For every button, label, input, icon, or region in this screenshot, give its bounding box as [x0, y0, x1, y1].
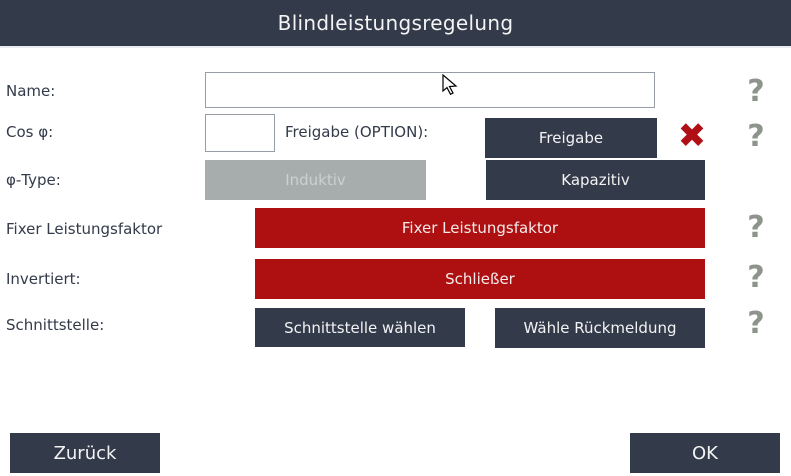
inverted-help-icon[interactable]: ? — [747, 260, 765, 295]
fixed-power-factor-button[interactable]: Fixer Leistungsfaktor — [255, 208, 705, 248]
freigabe-option-label: Freigabe (OPTION): — [285, 123, 429, 141]
fixed-power-factor-help-icon[interactable]: ? — [747, 210, 765, 245]
interface-feedback-button[interactable]: Wähle Rückmeldung — [495, 308, 705, 348]
kapazitiv-button[interactable]: Kapazitiv — [486, 160, 705, 200]
induktiv-button[interactable]: Induktiv — [205, 160, 426, 200]
name-help-icon[interactable]: ? — [747, 74, 765, 109]
schliesser-button[interactable]: Schließer — [255, 259, 705, 299]
inverted-label: Invertiert: — [6, 270, 81, 288]
name-label: Name: — [6, 82, 56, 100]
ok-button[interactable]: OK — [630, 433, 780, 473]
cos-phi-input[interactable] — [205, 114, 275, 152]
cos-phi-help-icon[interactable]: ? — [747, 119, 765, 154]
back-button[interactable]: Zurück — [10, 433, 160, 473]
fixed-power-factor-label: Fixer Leistungsfaktor — [6, 220, 163, 238]
dialog-header: Blindleistungsregelung — [0, 0, 791, 48]
freigabe-button[interactable]: Freigabe — [485, 118, 657, 158]
cancel-x-icon: ✖ — [677, 116, 707, 156]
interface-help-icon[interactable]: ? — [747, 306, 765, 341]
dialog-title: Blindleistungsregelung — [277, 11, 514, 35]
phi-type-label: φ-Type: — [6, 171, 61, 189]
interface-select-button[interactable]: Schnittstelle wählen — [255, 308, 465, 347]
name-input[interactable] — [205, 72, 655, 108]
interface-label: Schnittstelle: — [6, 316, 105, 334]
cos-phi-label: Cos φ: — [6, 123, 54, 141]
